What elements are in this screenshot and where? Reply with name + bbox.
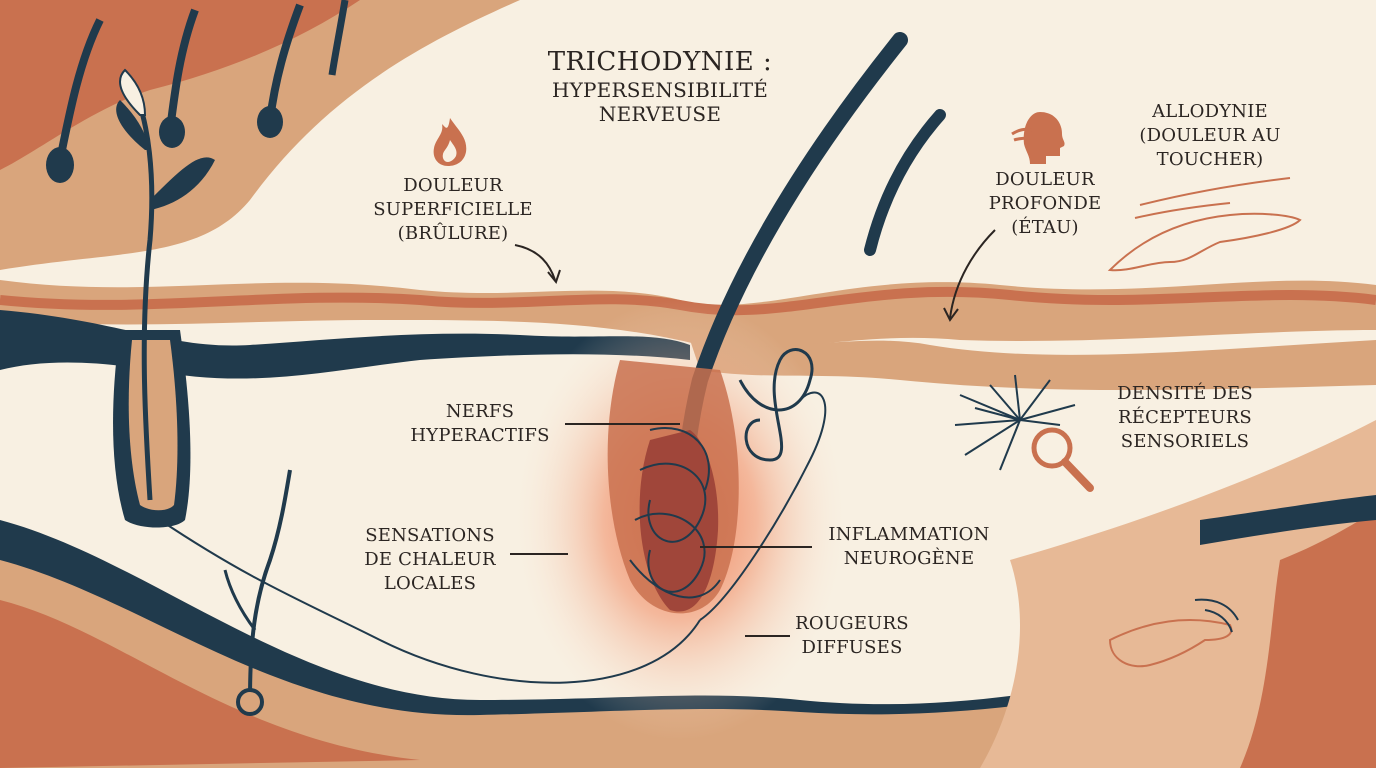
left-plant-leaf-2 bbox=[116, 100, 150, 150]
bottom-right-terracotta bbox=[1240, 510, 1376, 768]
right-loop-nerve bbox=[738, 348, 814, 462]
top-bulb-1 bbox=[46, 147, 74, 183]
label-douleur-profonde: DOULEUR PROFONDE (ÉTAU) bbox=[975, 168, 1115, 240]
title-main: TRICHODYNIE : bbox=[547, 47, 773, 77]
label-douleur-superficielle-line-2: SUPERFICIELLE bbox=[373, 199, 533, 220]
label-nerfs-line-2: HYPERACTIFS bbox=[410, 425, 550, 446]
left-lower-nerve bbox=[248, 469, 292, 701]
top-hair-4 bbox=[328, 0, 349, 76]
central-bulb bbox=[639, 430, 719, 612]
top-hair-1 bbox=[56, 18, 104, 161]
label-douleur-profonde-line-2: PROFONDE bbox=[988, 193, 1102, 214]
arrow-profonde-head bbox=[943, 307, 959, 322]
magnifier-icon bbox=[1031, 427, 1094, 492]
top-bulb-2 bbox=[159, 116, 185, 148]
title-sub-line-1: HYPERSENSIBILITÉ bbox=[551, 78, 769, 102]
label-nerfs-line-1: NERFS bbox=[445, 401, 515, 422]
left-plant-leaf-1 bbox=[150, 157, 215, 210]
lower-terracotta-band bbox=[0, 600, 420, 768]
label-douleur-superficielle-line-3: (BRÛLURE) bbox=[397, 223, 509, 244]
label-allodynie-line-1: ALLODYNIE bbox=[1152, 101, 1268, 122]
dermis-lower-band bbox=[690, 340, 1376, 390]
label-douleur-superficielle: DOULEUR SUPERFICIELLE (BRÛLURE) bbox=[358, 174, 548, 246]
label-rougeurs-line-1: ROUGEURS bbox=[795, 613, 909, 634]
flame-icon bbox=[433, 118, 467, 166]
label-densite-recepteurs: DENSITÉ DES RÉCEPTEURS SENSORIELS bbox=[1100, 382, 1270, 454]
label-rougeurs-line-2: DIFFUSES bbox=[801, 637, 903, 658]
label-densite-line-3: SENSORIELS bbox=[1120, 431, 1250, 452]
diagram-title: TRICHODYNIE : HYPERSENSIBILITÉ NERVEUSE bbox=[520, 46, 800, 126]
label-allodynie-line-3: TOUCHER) bbox=[1156, 149, 1264, 170]
label-douleur-profonde-line-1: DOULEUR bbox=[995, 169, 1095, 190]
label-allodynie-line-2: (DOULEUR AU bbox=[1139, 125, 1281, 146]
bottom-hand-icon bbox=[1108, 598, 1239, 668]
label-inflammation-line-2: NEUROGÈNE bbox=[843, 548, 975, 569]
left-plant-leaf-3 bbox=[119, 68, 147, 116]
label-inflammation-neurogene: INFLAMMATION NEUROGÈNE bbox=[812, 523, 1006, 571]
label-allodynie: ALLODYNIE (DOULEUR AU TOUCHER) bbox=[1120, 100, 1300, 172]
hand-icon bbox=[1107, 177, 1302, 272]
nerve-mesh bbox=[159, 391, 827, 684]
label-sensations-line-2: DE CHALEUR bbox=[364, 549, 496, 570]
label-inflammation-line-1: INFLAMMATION bbox=[828, 524, 990, 545]
right-navy-wave bbox=[1200, 495, 1376, 545]
top-bulb-3 bbox=[257, 106, 283, 138]
label-densite-line-1: DENSITÉ DES bbox=[1117, 383, 1253, 404]
arrow-profonde bbox=[949, 229, 996, 319]
label-douleur-superficielle-line-1: DOULEUR bbox=[403, 175, 503, 196]
label-sensations-chaleur: SENSATIONS DE CHALEUR LOCALES bbox=[350, 524, 510, 596]
label-nerfs-hyperactifs: NERFS HYPERACTIFS bbox=[400, 400, 560, 448]
burst-icon bbox=[954, 374, 1076, 471]
arrow-superficielle bbox=[514, 244, 556, 281]
left-lower-bulb bbox=[236, 688, 264, 716]
right-hair-shaft bbox=[864, 109, 946, 256]
label-sensations-line-3: LOCALES bbox=[383, 573, 477, 594]
title-sub-line-2: NERVEUSE bbox=[598, 102, 722, 126]
label-rougeurs-diffuses: ROUGEURS DIFFUSES bbox=[790, 612, 914, 660]
label-douleur-profonde-line-3: (ÉTAU) bbox=[1011, 217, 1079, 238]
left-lower-nerve-branch bbox=[223, 569, 257, 631]
label-sensations-line-1: SENSATIONS bbox=[365, 525, 495, 546]
left-follicle-inner bbox=[128, 340, 178, 511]
head-pain-icon bbox=[1011, 112, 1065, 164]
label-densite-line-2: RÉCEPTEURS bbox=[1118, 407, 1252, 428]
left-plant-stem bbox=[127, 78, 155, 501]
arrow-superficielle-head bbox=[547, 269, 561, 285]
